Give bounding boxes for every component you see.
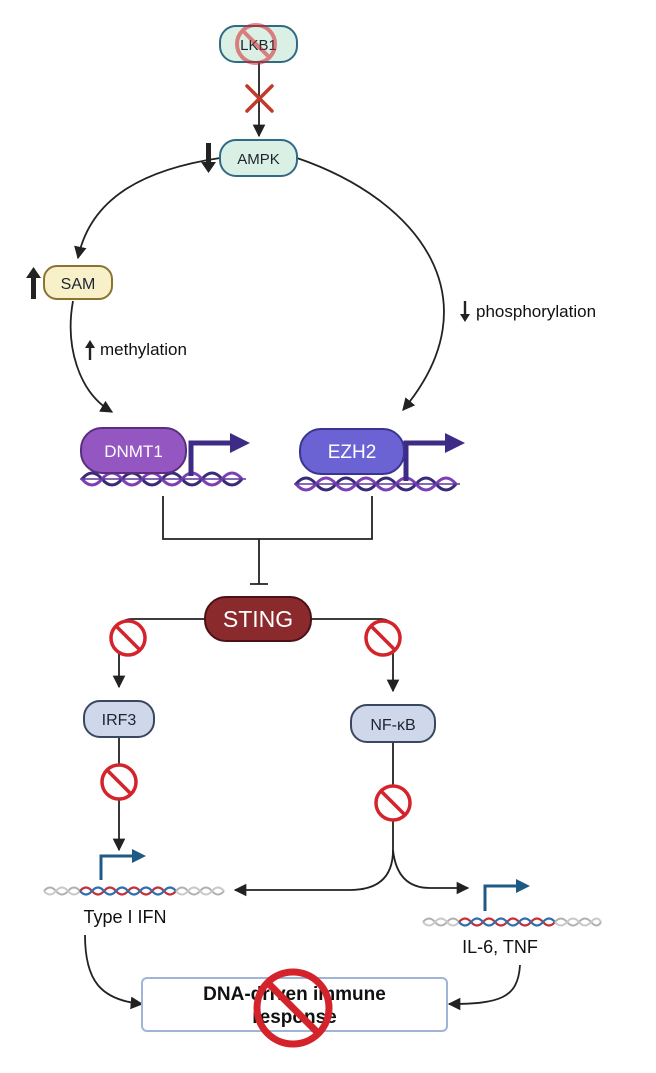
nfkb-node: NF-κB <box>350 704 436 743</box>
ezh2-label: EZH2 <box>328 442 377 463</box>
transcription-start-arrow-icon <box>403 433 465 481</box>
epigenetic-to-sting-inhibition <box>162 496 373 585</box>
il6-to-outcome-arrow <box>447 964 521 1011</box>
methylation-label: methylation <box>100 340 187 359</box>
methylation-annotation: methylation <box>85 340 187 360</box>
ampk-node: AMPK <box>219 139 298 177</box>
outcome-line-2: response <box>252 1007 336 1028</box>
transcription-start-arrow-icon <box>483 879 530 911</box>
ampk-label: AMPK <box>237 151 280 168</box>
ampk-to-ezh2-arrow <box>296 157 445 411</box>
irf3-node: IRF3 <box>83 700 155 738</box>
transcription-start-arrow-icon <box>99 849 146 880</box>
type-i-ifn-label: Type I IFN <box>83 907 166 927</box>
dna-driven-immune-response-box: DNA-driven immune response <box>141 968 448 1048</box>
sam-node: SAM <box>43 265 113 300</box>
transcription-start-arrow-icon <box>188 433 250 476</box>
down-arrow-icon <box>201 143 216 173</box>
irf3-label: IRF3 <box>102 712 137 729</box>
nfkb-to-il6-arrow <box>392 849 470 895</box>
sam-to-dnmt1-arrow <box>69 300 114 413</box>
dna-helix-icon <box>80 471 246 487</box>
dna-helix-icon <box>422 917 602 927</box>
phosphorylation-annotation: phosphorylation <box>460 301 596 322</box>
type-i-ifn-gene: Type I IFN <box>43 849 225 927</box>
sting-label: STING <box>223 606 293 632</box>
no-symbol-icon <box>364 619 402 657</box>
up-arrow-icon <box>26 267 41 299</box>
sam-label: SAM <box>61 276 96 293</box>
sting-node: STING <box>204 596 312 642</box>
up-arrow-icon <box>85 340 95 360</box>
dna-helix-icon <box>294 476 460 492</box>
no-symbol-icon <box>253 968 333 1048</box>
no-symbol-icon <box>100 763 138 801</box>
outcome-line-1: DNA-driven immune <box>203 984 386 1005</box>
lkb1-node: LKB1 <box>219 23 298 65</box>
ezh2-gene-complex: EZH2 <box>294 428 465 492</box>
il6-tnf-gene: IL-6, TNF <box>422 879 602 957</box>
dnmt1-node <box>80 427 187 474</box>
phosphorylation-label: phosphorylation <box>476 302 596 321</box>
nfkb-to-ifn-arrow <box>233 742 394 897</box>
il6-tnf-label: IL-6, TNF <box>462 937 538 957</box>
x-mark-icon <box>245 84 274 113</box>
no-symbol-icon <box>109 619 147 657</box>
ezh2-node <box>299 428 405 475</box>
no-symbol-icon <box>374 784 412 822</box>
down-arrow-icon <box>460 301 470 322</box>
nfkb-label: NF-κB <box>370 717 415 734</box>
ampk-to-sam-arrow <box>74 157 221 260</box>
dna-helix-icon <box>43 886 225 896</box>
no-symbol-icon <box>235 23 277 65</box>
ifn-to-outcome-arrow <box>84 934 144 1010</box>
dnmt1-gene-complex: DNMT1 <box>80 427 250 487</box>
dnmt1-label: DNMT1 <box>104 442 163 461</box>
